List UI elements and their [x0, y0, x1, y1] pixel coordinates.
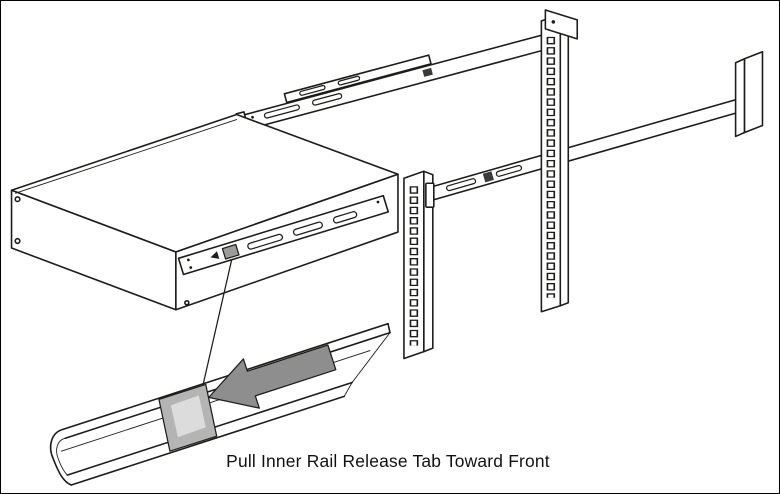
rail-slot [299, 84, 326, 96]
caption: Pull Inner Rail Release Tab Toward Front [226, 451, 550, 471]
small-arrow-icon [210, 251, 220, 259]
rivet [189, 266, 193, 269]
post-return [423, 170, 434, 353]
rail-cut-face [351, 332, 391, 383]
outer-rail [239, 30, 561, 131]
pull-direction-arrow-icon [208, 344, 337, 409]
screw [14, 196, 21, 203]
rail-slot [247, 233, 283, 250]
screw [184, 299, 190, 306]
rail-cut-edge [387, 322, 391, 334]
post-flange [743, 50, 764, 134]
left-slide-rail [235, 30, 561, 136]
post-return [559, 14, 570, 307]
right-rail-body [425, 96, 750, 202]
post-face [734, 57, 746, 138]
rail-end-cap [49, 428, 73, 486]
rail-slot [495, 164, 523, 177]
rail-rear-bracket [544, 9, 579, 40]
rail-end-cap-inner [56, 437, 68, 476]
rail-slot [446, 178, 477, 192]
release-tab-small [221, 243, 240, 260]
rail-edge [70, 395, 345, 486]
rivet [376, 200, 380, 204]
front-rack-post [403, 170, 434, 360]
right-slide-rail [425, 96, 750, 202]
rail-detail-inset [49, 322, 391, 486]
rail-slot [263, 104, 300, 119]
leader-line [201, 259, 233, 392]
rail-latch [422, 67, 433, 77]
screw [14, 237, 21, 245]
rail-latch [482, 171, 494, 183]
rail-edge [62, 322, 389, 431]
rivet [187, 258, 190, 262]
chassis-inner-rail [177, 194, 390, 276]
rear-right-post [734, 50, 764, 138]
rivet [251, 115, 254, 119]
rail-slot [332, 211, 358, 224]
rail-slot [311, 93, 343, 106]
rail-cut-edge [343, 382, 353, 397]
rail-slot [292, 221, 324, 236]
rail-slot [337, 75, 361, 86]
bolt [551, 20, 556, 24]
release-tab-highlight [170, 395, 206, 438]
rail-front-bracket-right [425, 182, 435, 208]
chassis-seam [15, 119, 238, 194]
rear-rack-post [540, 9, 579, 313]
